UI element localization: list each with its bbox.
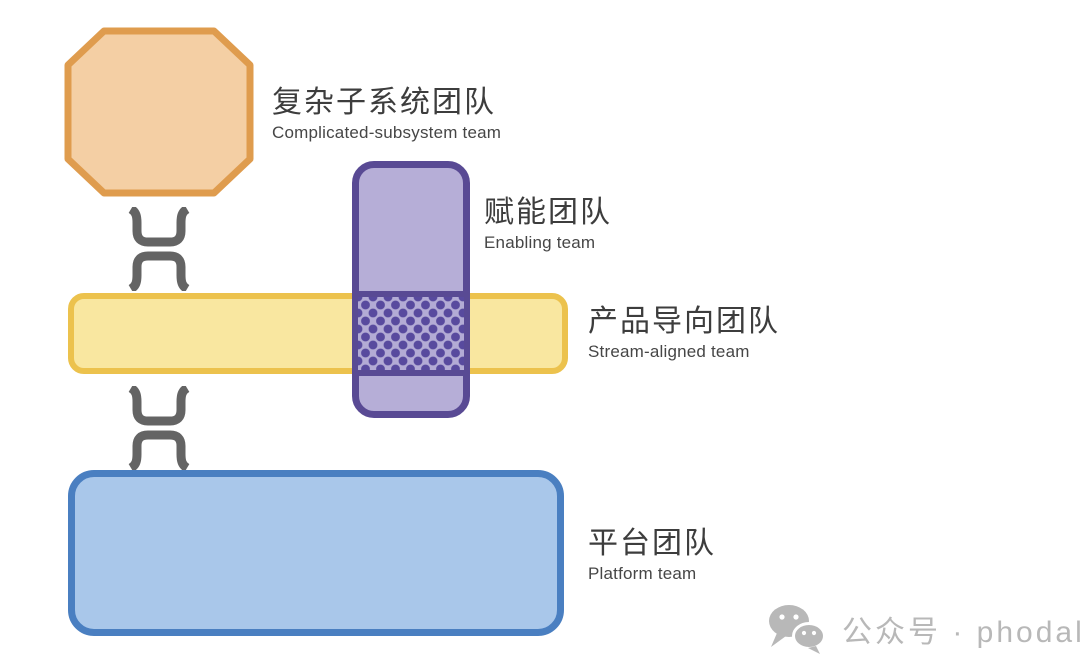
bracket-open-down xyxy=(128,251,190,291)
enabling-shape xyxy=(352,161,470,418)
wechat-icon xyxy=(769,605,826,654)
watermark: 公众号 · phodal xyxy=(766,603,1080,655)
enabling-label-en: Enabling team xyxy=(484,233,596,252)
xaas-connector-bottom xyxy=(128,386,190,470)
stream-aligned-label-en: Stream-aligned team xyxy=(588,342,750,361)
stream-aligned-shape xyxy=(68,293,568,374)
bracket-open-down xyxy=(128,430,190,470)
bracket-open-up xyxy=(128,207,190,247)
enabling-label-zh: 赋能团队 xyxy=(484,196,612,229)
octagon xyxy=(64,27,254,197)
complicated-subsystem-label: 复杂子系统团队 Complicated-subsystem team xyxy=(272,86,501,143)
xaas-connector-top xyxy=(128,207,190,291)
bracket-open-up xyxy=(128,386,190,426)
enabling-label: 赋能团队 Enabling team xyxy=(484,196,612,253)
platform-shape xyxy=(68,470,564,636)
stream-aligned-label-zh: 产品导向团队 xyxy=(588,305,780,338)
platform-label-en: Platform team xyxy=(588,564,697,583)
collaboration-overlap xyxy=(352,291,470,376)
complicated-subsystem-label-en: Complicated-subsystem team xyxy=(272,123,502,142)
complicated-subsystem-shape xyxy=(64,27,254,197)
platform-label-zh: 平台团队 xyxy=(588,527,716,560)
platform-label: 平台团队 Platform team xyxy=(588,527,716,584)
stream-aligned-label: 产品导向团队 Stream-aligned team xyxy=(588,305,780,362)
watermark-text: 公众号 · phodal xyxy=(842,616,1080,649)
complicated-subsystem-label-zh: 复杂子系统团队 xyxy=(272,86,496,119)
